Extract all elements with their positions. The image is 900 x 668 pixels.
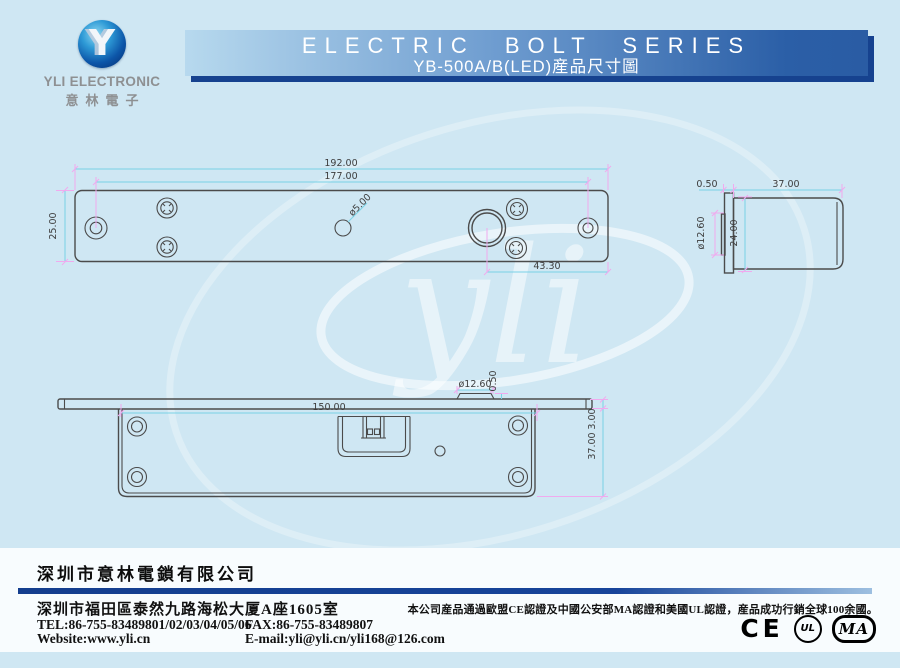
screw-hole	[504, 236, 528, 260]
company-logo: Y YLI ELECTRONIC 意林電子	[22, 14, 182, 109]
logo-company-en: YLI ELECTRONIC	[43, 74, 161, 89]
ce-mark-icon: CE	[740, 614, 784, 643]
connector-cavity	[337, 415, 411, 458]
dim-total-length: 192.00	[324, 158, 357, 169]
footer-fax: FAX:86-755-83489807	[245, 617, 373, 632]
ma-mark-icon: MA	[831, 614, 876, 643]
end-view-drawing: 0.50 37.00 ø12.60 24.00	[696, 179, 846, 274]
footer-cert-note: 本公司産品通過歐盟CE認證及中國公安部MA認證和美國UL認證，産品成功行銷全球1…	[407, 604, 878, 616]
dim-plate-height: 25.00	[48, 212, 59, 239]
footer-company-name: 深圳市意林電鎖有限公司	[37, 565, 257, 584]
dim-body-height-side: 37.00	[587, 432, 598, 459]
footer-address: 深圳市福田區泰然九路海松大厦A座1605室	[37, 602, 339, 618]
footer-website: Website:www.yli.cn	[37, 631, 151, 646]
dim-body-height: 24.00	[729, 219, 740, 246]
bolt-protrusion	[456, 392, 495, 400]
screw-hole	[156, 197, 178, 219]
ul-mark-icon: UL	[793, 614, 822, 643]
series-banner: ELECTRIC BOLT SERIES YB-500A/B(LED)産品尺寸圖	[185, 30, 868, 76]
banner-subtitle: YB-500A/B(LED)産品尺寸圖	[413, 58, 640, 76]
side-view-drawing: 150.00 ø12.60 0.50 3.00 37.00	[57, 370, 608, 500]
dim-body-width: 37.00	[772, 179, 799, 190]
logo-y-icon: Y	[88, 23, 116, 64]
technical-drawing: yli	[48, 106, 846, 554]
dim-bolt-offset: 43.30	[533, 261, 560, 272]
footer-divider-bar	[18, 588, 872, 594]
dim-plate-thickness: 0.50	[696, 179, 717, 190]
footer-email: E-mail:yli@yli.cn/yli168@126.com	[245, 631, 445, 646]
dim-hole-spacing: 177.00	[324, 171, 357, 182]
dim-body-length: 150.00	[312, 402, 345, 413]
banner-title: ELECTRIC BOLT SERIES	[301, 33, 752, 58]
logo-company-cn: 意林電子	[65, 93, 146, 108]
dim-plate-thickness-side: 3.00	[587, 408, 598, 429]
screw-hole	[156, 236, 178, 258]
watermark-script: yli	[393, 213, 592, 400]
footer-tel: TEL:86-755-83489801/02/03/04/05/06	[37, 617, 252, 632]
screw-hole	[505, 197, 529, 221]
logo-globe-icon: Y	[78, 20, 126, 68]
certification-marks: CE UL MA	[740, 614, 876, 643]
watermark: yli	[166, 106, 814, 554]
dim-bolt-protrusion: 0.50	[488, 370, 499, 391]
dim-small-hole: ø5.00	[347, 192, 374, 219]
dim-bolt-dia-side: ø12.60	[458, 379, 491, 390]
footer-panel: 深圳市意林電鎖有限公司 深圳市福田區泰然九路海松大厦A座1605室 TEL:86…	[0, 548, 900, 652]
dim-bolt-dia: ø12.60	[696, 216, 707, 249]
